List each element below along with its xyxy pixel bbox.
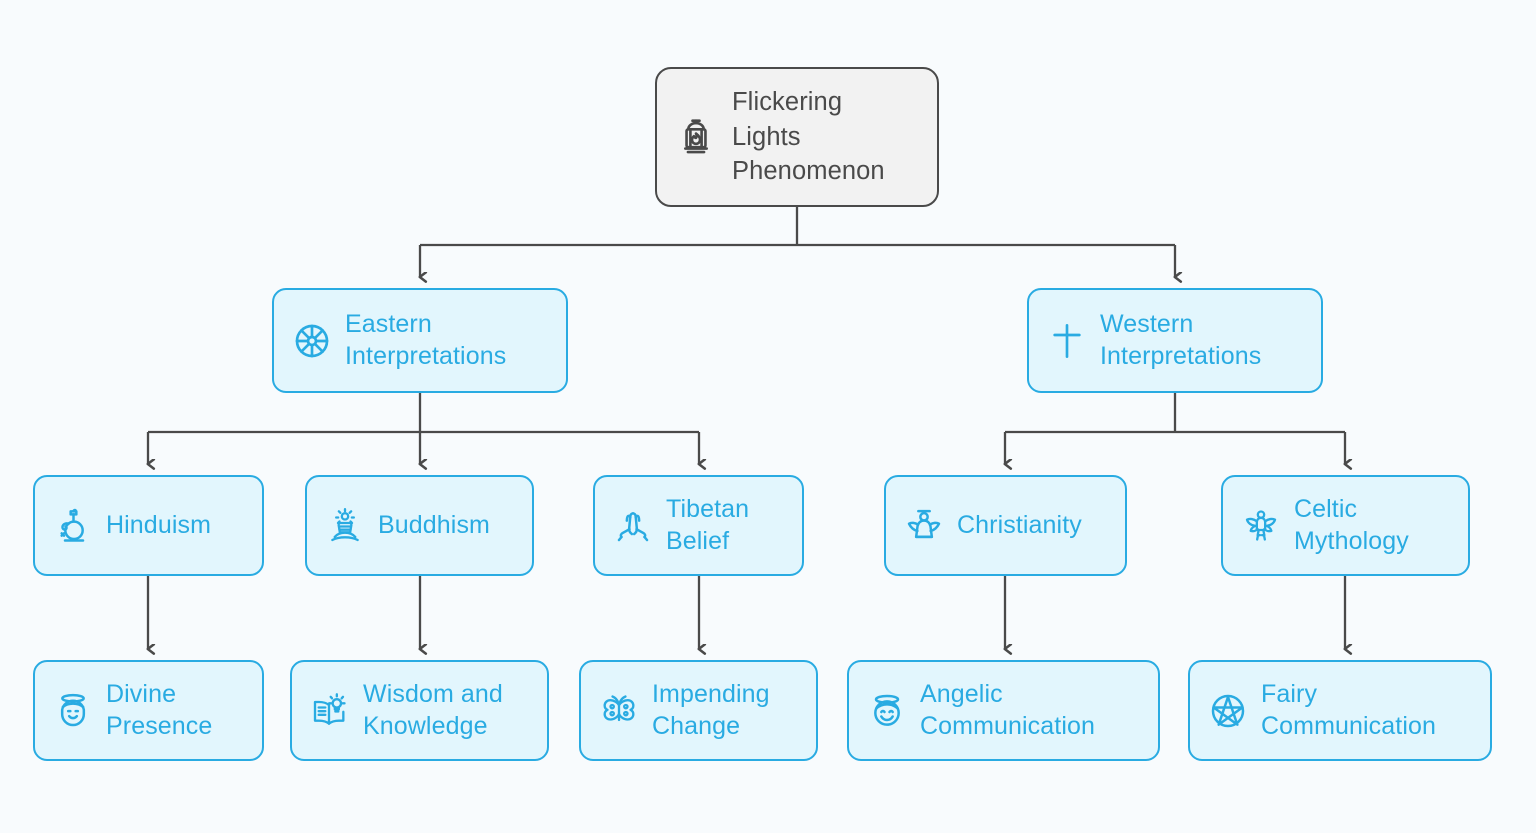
butterfly-icon [599,691,639,731]
smiling-halo-face-icon [867,691,907,731]
node-label-impending: Impending Change [652,679,770,740]
node-label-divine: Divine Presence [106,679,213,740]
node-label-western: Western Interpretations [1100,309,1262,370]
node-label-christianity: Christianity [957,510,1082,539]
node-divine[interactable]: Divine Presence [33,660,264,761]
node-hinduism[interactable]: Hinduism [33,475,264,576]
node-label-fairy: Fairy Communication [1261,679,1436,740]
node-label-root: Flickering Lights Phenomenon [732,88,885,186]
node-label-hinduism: Hinduism [106,510,211,539]
node-root[interactable]: Flickering Lights Phenomenon [655,67,939,207]
node-buddhism[interactable]: Buddhism [305,475,534,576]
node-impending[interactable]: Impending Change [579,660,818,761]
node-label-tibetan: Tibetan Belief [666,494,750,555]
oil-lamp-icon [53,506,93,546]
node-fairy[interactable]: Fairy Communication [1188,660,1492,761]
node-celtic[interactable]: Celtic Mythology [1221,475,1470,576]
fairy-icon [1241,506,1281,546]
node-angelic[interactable]: Angelic Communication [847,660,1160,761]
node-christianity[interactable]: Christianity [884,475,1127,576]
node-label-eastern: Eastern Interpretations [345,309,507,370]
book-lightbulb-icon [310,691,350,731]
cross-icon [1047,321,1087,361]
node-label-wisdom: Wisdom and Knowledge [363,679,503,740]
node-western[interactable]: Western Interpretations [1027,288,1323,393]
praying-hands-icon [613,506,653,546]
node-label-buddhism: Buddhism [378,510,490,539]
node-label-angelic: Angelic Communication [920,679,1095,740]
meditating-buddha-icon [325,506,365,546]
node-tibetan[interactable]: Tibetan Belief [593,475,804,576]
node-eastern[interactable]: Eastern Interpretations [272,288,568,393]
node-wisdom[interactable]: Wisdom and Knowledge [290,660,549,761]
dharma-wheel-icon [292,321,332,361]
angel-icon [904,506,944,546]
pentagram-icon [1208,691,1248,731]
lantern-icon [675,116,717,158]
node-label-celtic: Celtic Mythology [1294,494,1409,555]
halo-face-icon [53,691,93,731]
